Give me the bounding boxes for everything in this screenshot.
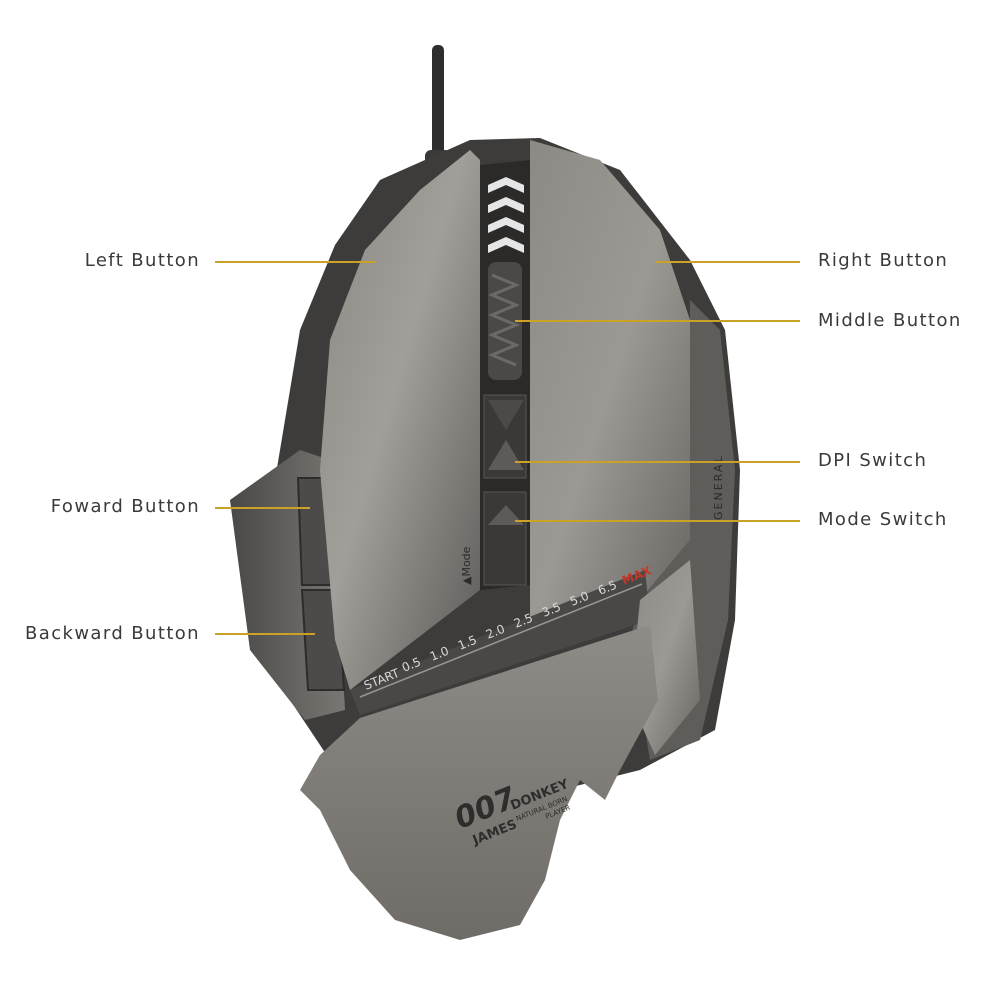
leader-backward-button: [215, 633, 315, 635]
leader-mode-switch: [515, 520, 800, 522]
leader-dpi-switch: [515, 461, 800, 463]
weight-tray: [350, 570, 650, 715]
left-button-shell[interactable]: [320, 150, 480, 690]
chevron-light-1: [488, 177, 524, 193]
label-mode-switch: Mode Switch: [818, 509, 948, 530]
chevron-light-2: [488, 197, 524, 213]
leader-left-button: [215, 261, 375, 263]
mode-switch[interactable]: [483, 491, 527, 586]
mode-label-text: ▲Mode: [460, 546, 473, 585]
leader-right-button: [655, 261, 800, 263]
weight-scale-tick-4: 2.5: [512, 611, 535, 631]
weight-scale-tick-5: 3.5: [540, 600, 563, 620]
leader-forward-button: [215, 507, 310, 509]
weight-scale-tick-2: 1.5: [456, 633, 479, 653]
weight-scale-tick-0: 0.5: [400, 655, 423, 675]
label-middle-button: Middle Button: [818, 310, 962, 331]
palm-rest: [300, 625, 658, 940]
label-dpi-switch: DPI Switch: [818, 450, 928, 471]
cable: [432, 45, 444, 165]
chevron-light-4: [488, 237, 524, 253]
side-label-text: GENERAL: [712, 454, 725, 520]
scroll-wheel-texture: [488, 273, 520, 367]
weight-scale-tick-1: 1.0: [428, 644, 451, 664]
label-right-button: Right Button: [818, 250, 949, 271]
weight-scale-tick-7: 6.5: [596, 578, 619, 598]
dpi-down-arrow: [488, 400, 524, 430]
leader-middle-button: [515, 320, 800, 322]
chevron-light-3: [488, 217, 524, 233]
weight-scale-tick-6: 5.0: [568, 589, 591, 609]
label-backward-button: Backward Button: [25, 623, 200, 644]
right-button-shell[interactable]: [530, 140, 690, 630]
weight-scale-tick-3: 2.0: [484, 622, 507, 642]
label-forward-button: Foward Button: [50, 496, 200, 517]
weight-ruler-line: [359, 583, 643, 698]
label-left-button: Left Button: [84, 250, 200, 271]
